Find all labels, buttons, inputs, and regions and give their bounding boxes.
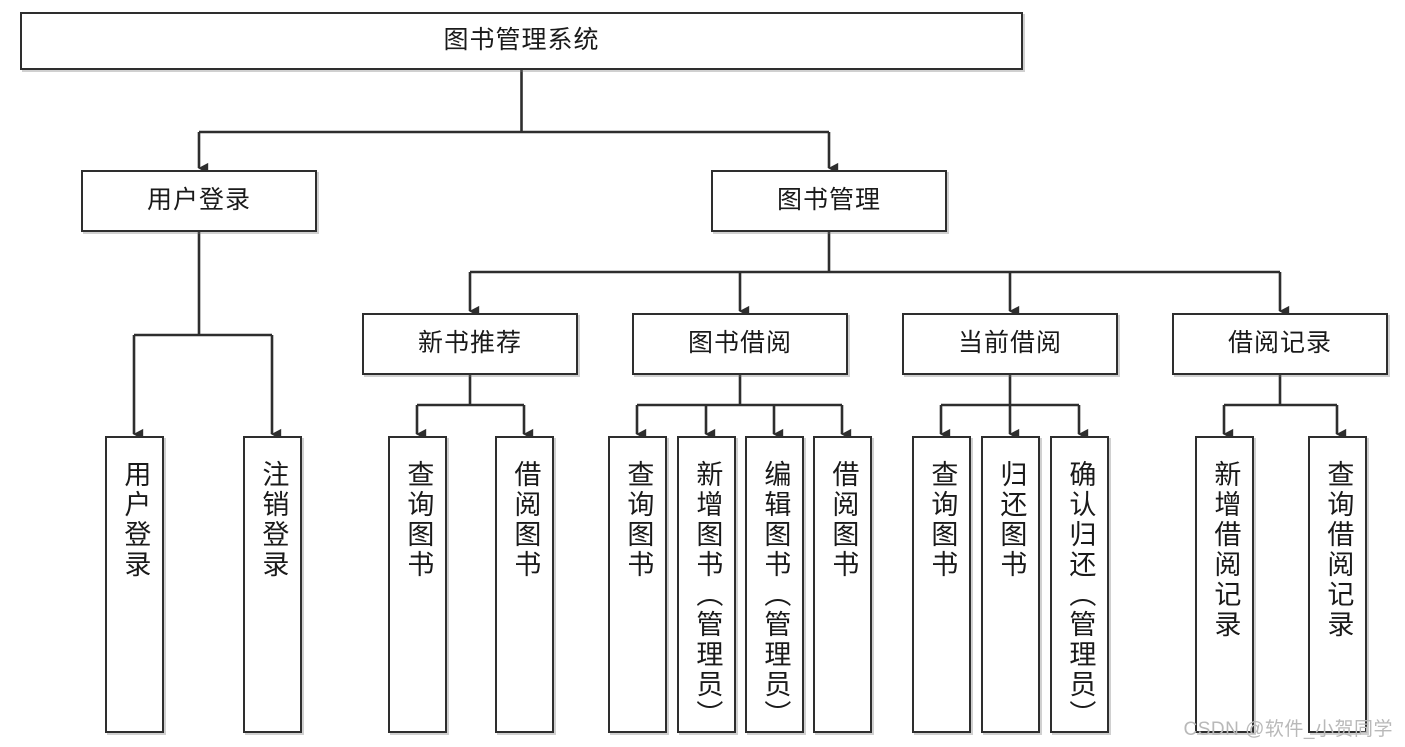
- node-label: 借阅记录: [1227, 329, 1332, 358]
- node-label: 归还图书: [996, 460, 1027, 580]
- node-current-borrow[interactable]: 当前借阅: [902, 313, 1118, 375]
- node-label: 查询图书: [927, 460, 958, 580]
- node-leaf-logout-login[interactable]: 注销登录: [243, 436, 302, 733]
- node-label: 用户登录: [146, 186, 251, 215]
- node-label: 查询图书: [403, 460, 434, 580]
- node-book-management-system[interactable]: 图书管理系统: [20, 12, 1023, 70]
- node-label: 新书推荐: [417, 329, 522, 358]
- node-leaf-borrow-book-recommend[interactable]: 借阅图书: [495, 436, 554, 733]
- node-label: 新增图书（管理员）: [692, 460, 723, 730]
- node-label: 图书管理: [776, 186, 881, 215]
- node-leaf-query-borrow-record[interactable]: 查询借阅记录: [1308, 436, 1367, 733]
- node-leaf-return-book[interactable]: 归还图书: [981, 436, 1040, 733]
- node-label: 借阅图书: [828, 460, 859, 580]
- node-leaf-confirm-return[interactable]: 确认归还（管理员）: [1050, 436, 1109, 733]
- node-user-login[interactable]: 用户登录: [81, 170, 317, 232]
- node-leaf-add-borrow-record[interactable]: 新增借阅记录: [1195, 436, 1254, 733]
- node-label: 新增借阅记录: [1210, 460, 1241, 640]
- node-label: 图书管理系统: [443, 26, 600, 55]
- watermark: CSDN @软件_小贺同学: [1183, 719, 1393, 740]
- node-leaf-borrow-book[interactable]: 借阅图书: [813, 436, 872, 733]
- node-book-management[interactable]: 图书管理: [711, 170, 947, 232]
- node-label: 用户登录: [120, 460, 151, 580]
- node-leaf-add-book[interactable]: 新增图书（管理员）: [677, 436, 736, 733]
- node-label: 当前借阅: [957, 329, 1062, 358]
- node-leaf-query-book-borrow[interactable]: 查询图书: [608, 436, 667, 733]
- node-book-borrow[interactable]: 图书借阅: [632, 313, 848, 375]
- node-label: 确认归还（管理员）: [1065, 460, 1096, 730]
- node-label: 借阅图书: [510, 460, 541, 580]
- node-label: 图书借阅: [687, 329, 792, 358]
- node-leaf-query-book-recommend[interactable]: 查询图书: [388, 436, 447, 733]
- node-label: 查询图书: [623, 460, 654, 580]
- node-new-book-recommend[interactable]: 新书推荐: [362, 313, 578, 375]
- node-label: 注销登录: [258, 460, 289, 580]
- node-leaf-edit-book[interactable]: 编辑图书（管理员）: [745, 436, 804, 733]
- node-label: 查询借阅记录: [1323, 460, 1354, 640]
- node-borrow-record[interactable]: 借阅记录: [1172, 313, 1388, 375]
- node-leaf-query-book-current[interactable]: 查询图书: [912, 436, 971, 733]
- node-leaf-user-login[interactable]: 用户登录: [105, 436, 164, 733]
- node-label: 编辑图书（管理员）: [760, 460, 791, 730]
